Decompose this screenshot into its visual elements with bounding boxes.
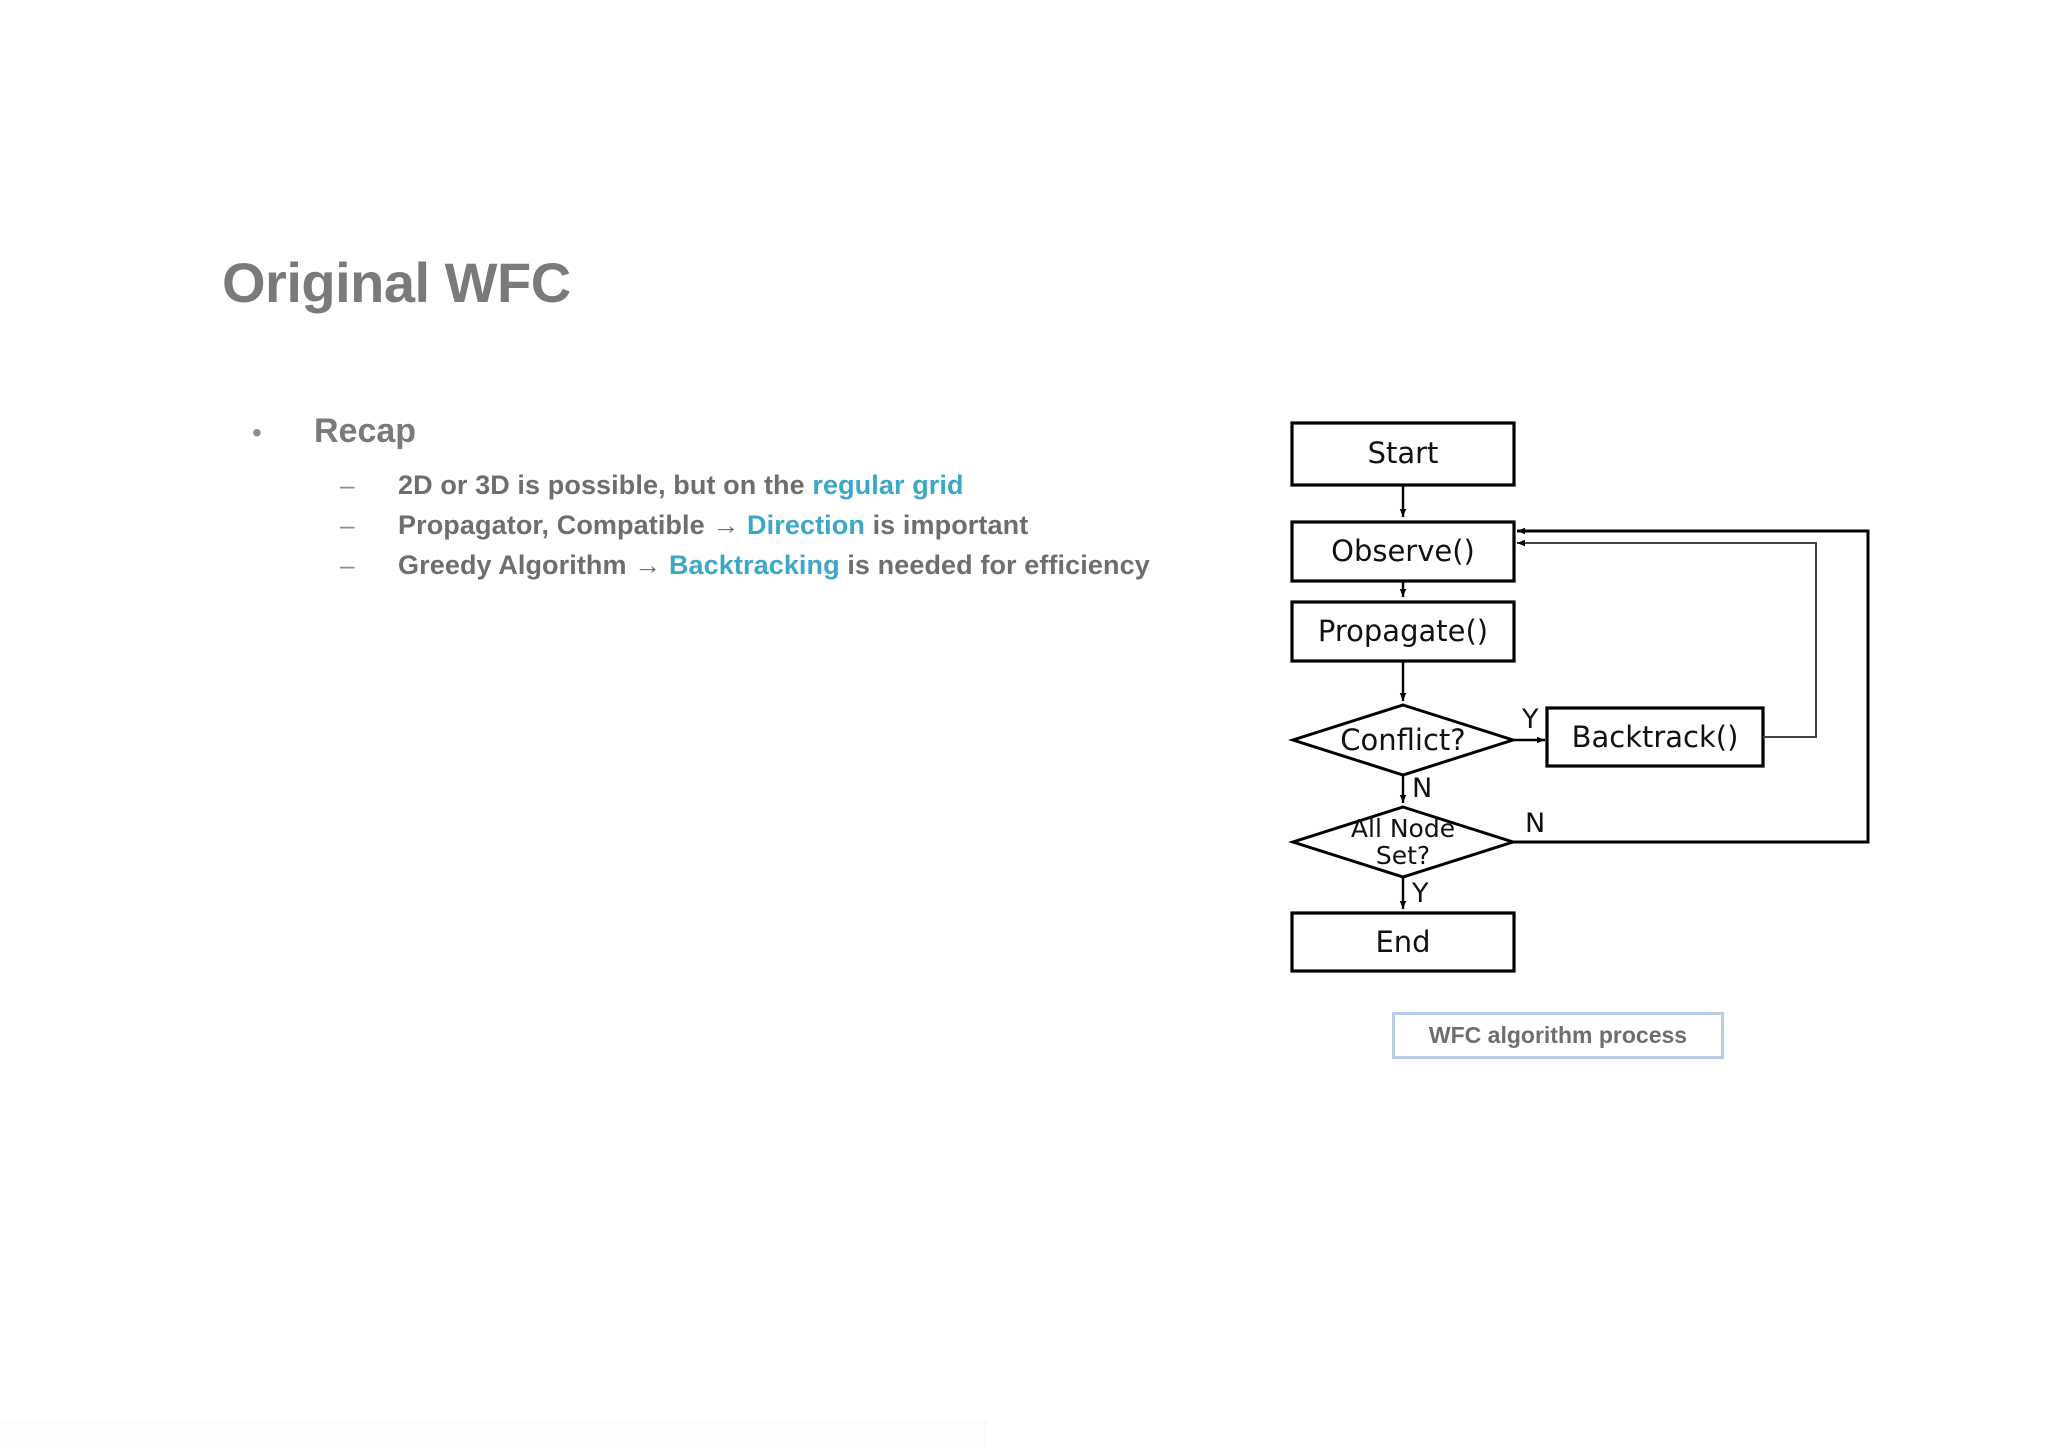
flow-node-propagate-label: Propagate() (1318, 614, 1488, 648)
list-item-text: 2D or 3D is possible, but on the regular… (398, 470, 964, 501)
edge-label-all-node-yes: Y (1411, 878, 1429, 909)
flow-node-backtrack: Backtrack() (1545, 706, 1765, 768)
edge-allnode-observe-loop (1513, 527, 1870, 844)
bullet-recap: • Recap (252, 412, 416, 451)
panel-edge (0, 1420, 986, 1448)
dash-marker-icon: – (340, 550, 355, 580)
bullet-recap-label: Recap (314, 412, 417, 450)
flow-node-all-node-set-label-line1: All Node (1351, 814, 1455, 843)
flow-node-end-label: End (1375, 925, 1430, 959)
flow-node-conflict: Conflict? (1288, 703, 1518, 777)
flow-node-all-node-set-label-line2: Set? (1376, 841, 1430, 870)
flow-node-backtrack-label: Backtrack() (1572, 720, 1739, 754)
bullet-marker-icon: • (252, 417, 262, 448)
text-segment: Propagator, Compatible → (398, 510, 748, 540)
flow-node-propagate: Propagate() (1290, 600, 1516, 663)
list-item-text: Greedy Algorithm → Backtracking is neede… (398, 550, 1150, 581)
text-segment: is important (864, 510, 1029, 540)
flow-node-observe: Observe() (1290, 520, 1516, 583)
edge-label-conflict-no: N (1412, 773, 1432, 804)
edge-label-conflict-yes: Y (1521, 704, 1539, 735)
flow-node-start: Start (1290, 421, 1516, 487)
list-item: – Propagator, Compatible → Direction is … (340, 510, 1150, 541)
sub-bullet-list: – 2D or 3D is possible, but on the regul… (340, 470, 1150, 590)
text-segment: 2D or 3D is possible, but on the (398, 470, 813, 500)
flow-node-start-label: Start (1368, 436, 1439, 470)
flow-node-all-node-set: All Node Set? (1288, 805, 1518, 879)
text-segment-accent: regular grid (812, 470, 964, 500)
text-segment: is needed for efficiency (839, 550, 1150, 580)
flowchart-caption-box: WFC algorithm process (1392, 1012, 1724, 1059)
flow-node-conflict-label: Conflict? (1340, 723, 1465, 757)
wfc-flowchart: Start Observe() Propagate() Conflict? (1270, 405, 1890, 985)
list-item: – Greedy Algorithm → Backtracking is nee… (340, 550, 1150, 581)
list-item: – 2D or 3D is possible, but on the regul… (340, 470, 1150, 501)
text-segment-accent: Direction (747, 510, 865, 540)
list-item-text: Propagator, Compatible → Direction is im… (398, 510, 1028, 541)
dash-marker-icon: – (340, 470, 355, 500)
edge-backtrack-observe-loop (1517, 539, 1817, 738)
dash-marker-icon: – (340, 510, 355, 540)
page-title: Original WFC (222, 251, 571, 314)
flow-node-observe-label: Observe() (1331, 534, 1475, 568)
flowchart-caption-label: WFC algorithm process (1428, 1022, 1688, 1048)
flow-node-end: End (1290, 911, 1516, 973)
text-segment-accent: Backtracking (668, 550, 840, 580)
edge-label-all-node-no: N (1525, 808, 1545, 839)
text-segment: Greedy Algorithm → (398, 550, 669, 580)
